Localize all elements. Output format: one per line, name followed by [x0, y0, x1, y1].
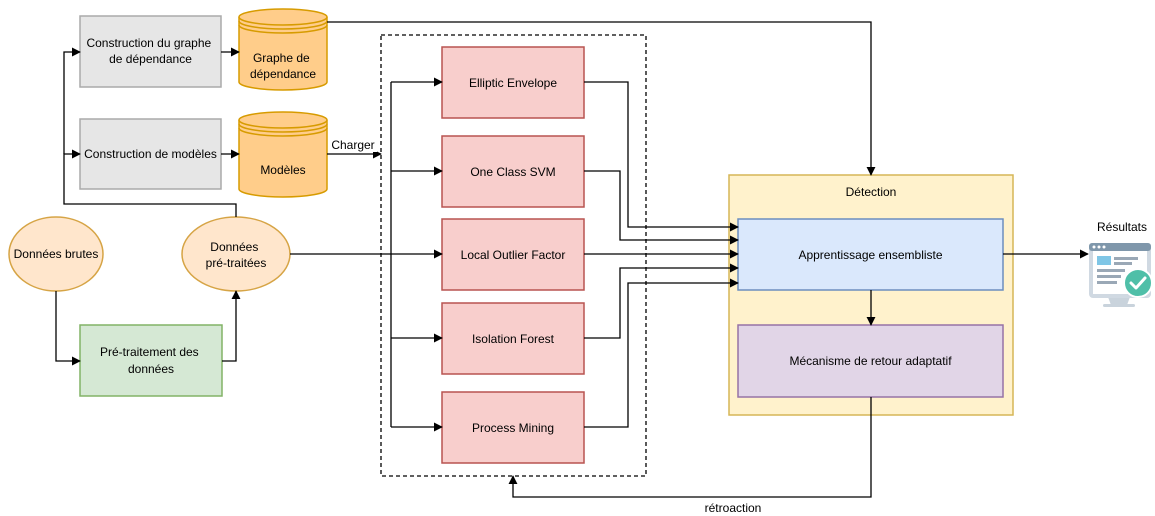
- isolation-forest-label: Isolation Forest: [472, 332, 555, 346]
- local-outlier-factor-box[interactable]: [441, 218, 585, 291]
- edge-ocsvm-to-ensemble: [584, 170, 739, 245]
- edge-feedback-to-models: [508, 397, 872, 498]
- models-database[interactable]: [238, 111, 328, 198]
- ensemble-learning-label: Apprentissage ensembliste: [798, 248, 942, 262]
- preprocessing-box[interactable]: [79, 324, 223, 397]
- process-mining-label: Process Mining: [472, 421, 554, 435]
- edge-iforest-to-ensemble: [584, 263, 739, 339]
- edge-graph-db-to-detection: [327, 21, 876, 176]
- edge-preprocessed-to-build-graph: [63, 47, 81, 154]
- build-models-label: Construction de modèles: [84, 147, 217, 161]
- adaptive-feedback-label: Mécanisme de retour adaptatif: [789, 354, 952, 368]
- process-mining-box[interactable]: [441, 391, 585, 464]
- charger-label-bg: [331, 138, 377, 152]
- models-group-container: [380, 34, 647, 477]
- edge-preprocessed-to-build-models: [63, 149, 237, 217]
- edge-raw-to-preprocessing: [55, 291, 81, 366]
- edges: [55, 21, 1089, 498]
- edge-preprocessing-to-preprocessed: [222, 290, 241, 362]
- results-label: Résultats: [1097, 220, 1147, 234]
- detection-label: Détection: [846, 185, 897, 199]
- one-class-svm-label: One Class SVM: [470, 165, 555, 179]
- retroaction-edge-label: rétroaction: [705, 501, 762, 515]
- isolation-forest-box[interactable]: [441, 302, 585, 375]
- models-database-label: Modèles: [260, 163, 305, 177]
- preprocessed-data-label: Données pré-traitées: [206, 240, 267, 270]
- build-graph-label: Construction du graphe de dépendance: [86, 36, 214, 66]
- local-outlier-factor-label: Local Outlier Factor: [461, 248, 566, 262]
- edge-process-mining-to-ensemble: [584, 278, 739, 428]
- preprocessed-data-node[interactable]: [181, 216, 291, 292]
- preprocessing-label: Pré-traitement des données: [100, 345, 202, 376]
- graph-database[interactable]: [238, 8, 328, 91]
- charger-edge-label: Charger: [331, 138, 374, 152]
- monitor-checkmark-icon: [1089, 243, 1153, 307]
- elliptic-envelope-label: Elliptic Envelope: [469, 76, 557, 90]
- raw-data-label: Données brutes: [14, 247, 99, 261]
- build-graph-box[interactable]: [79, 15, 222, 88]
- edge-elliptic-to-ensemble: [584, 81, 739, 232]
- adaptive-feedback-box[interactable]: [737, 324, 1004, 398]
- graph-database-label: Graphe de dépendance: [250, 51, 316, 81]
- ensemble-learning-box[interactable]: [737, 218, 1004, 291]
